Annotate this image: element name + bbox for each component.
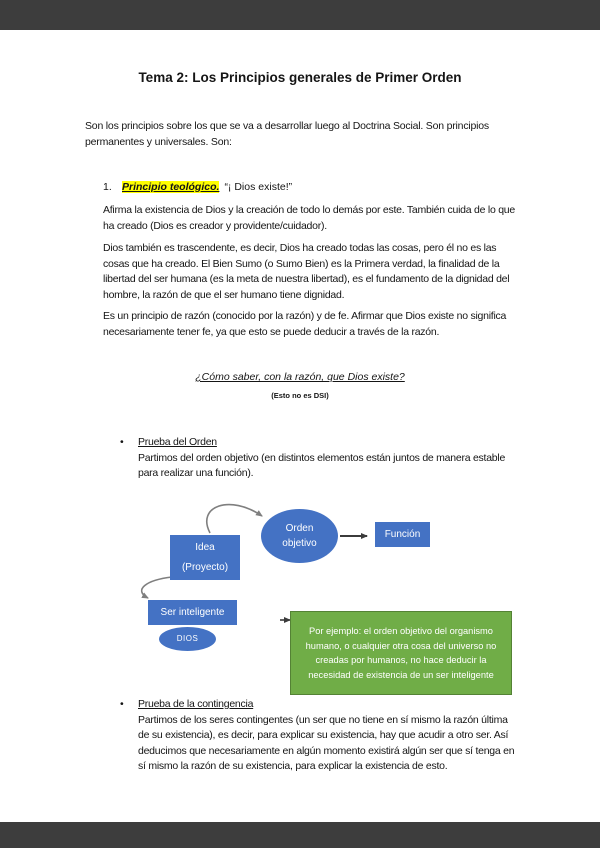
intro-paragraph: Son los principios sobre los que se va a… [85,120,489,148]
diagram-node-orden-objetivo: Orden objetivo [261,509,338,563]
diagram-node-funcion: Función [375,522,430,547]
bullet-heading-contingencia: Prueba de la contingencia [138,698,254,710]
paragraph-creation: Afirma la existencia de Dios y la creaci… [103,204,515,232]
bullet-body-orden: Partimos del orden objetivo (en distinto… [138,451,506,480]
bullet-marker: • [120,698,124,710]
page-title: Tema 2: Los Principios generales de Prim… [138,70,462,85]
curved-arrow-idea-to-orden-icon [206,503,263,534]
orden-label-line2: objetivo [282,537,317,549]
bullet-marker: • [120,436,124,448]
idea-label-line1: Idea [195,541,215,553]
curved-arrow-idea-to-ser-icon [140,576,173,599]
diagram-example-callout: Por ejemplo: el orden objetivo del organ… [290,611,512,695]
bullet-content: Prueba de la contingencia Partimos de lo… [138,697,520,775]
idea-label-line2: (Proyecto) [181,561,229,573]
bullet-heading-orden: Prueba del Orden [138,436,217,448]
paragraph-reason-faith: Es un principio de razón (conocido por l… [103,310,507,338]
order-proof-diagram: Idea (Proyecto) Orden objetivo Función S… [0,490,600,702]
paragraph-transcendence: Dios también es trascendente, es decir, … [103,242,510,301]
diagram-node-ser-inteligente: Ser inteligente [148,600,237,625]
diagram-node-dios: DIOS [159,627,216,651]
bullet-body-contingencia: Partimos de los seres contingentes (un s… [138,713,515,773]
numbered-list-item-1: 1. Principio teológico. “¡ Dios existe!” [103,181,523,193]
bullet-item-contingencia: • Prueba de la contingencia Partimos de … [120,697,520,775]
orden-label-line1: Orden [285,522,314,534]
bullet-content: Prueba del Orden Partimos del orden obje… [138,435,520,482]
list-item-quote: “¡ Dios existe!” [224,181,293,193]
diagram-node-idea: Idea (Proyecto) [170,535,240,580]
section-question-heading: ¿Cómo saber, con la razón, que Dios exis… [195,371,405,383]
document-page: Tema 2: Los Principios generales de Prim… [0,30,600,822]
section-question-note: (Esto no es DSI) [271,391,329,400]
bullet-item-orden: • Prueba del Orden Partimos del orden ob… [120,435,520,482]
diagram-connectors [140,503,368,623]
list-item-number: 1. [103,181,112,193]
list-item-term-highlighted: Principio teológico. [122,181,220,193]
